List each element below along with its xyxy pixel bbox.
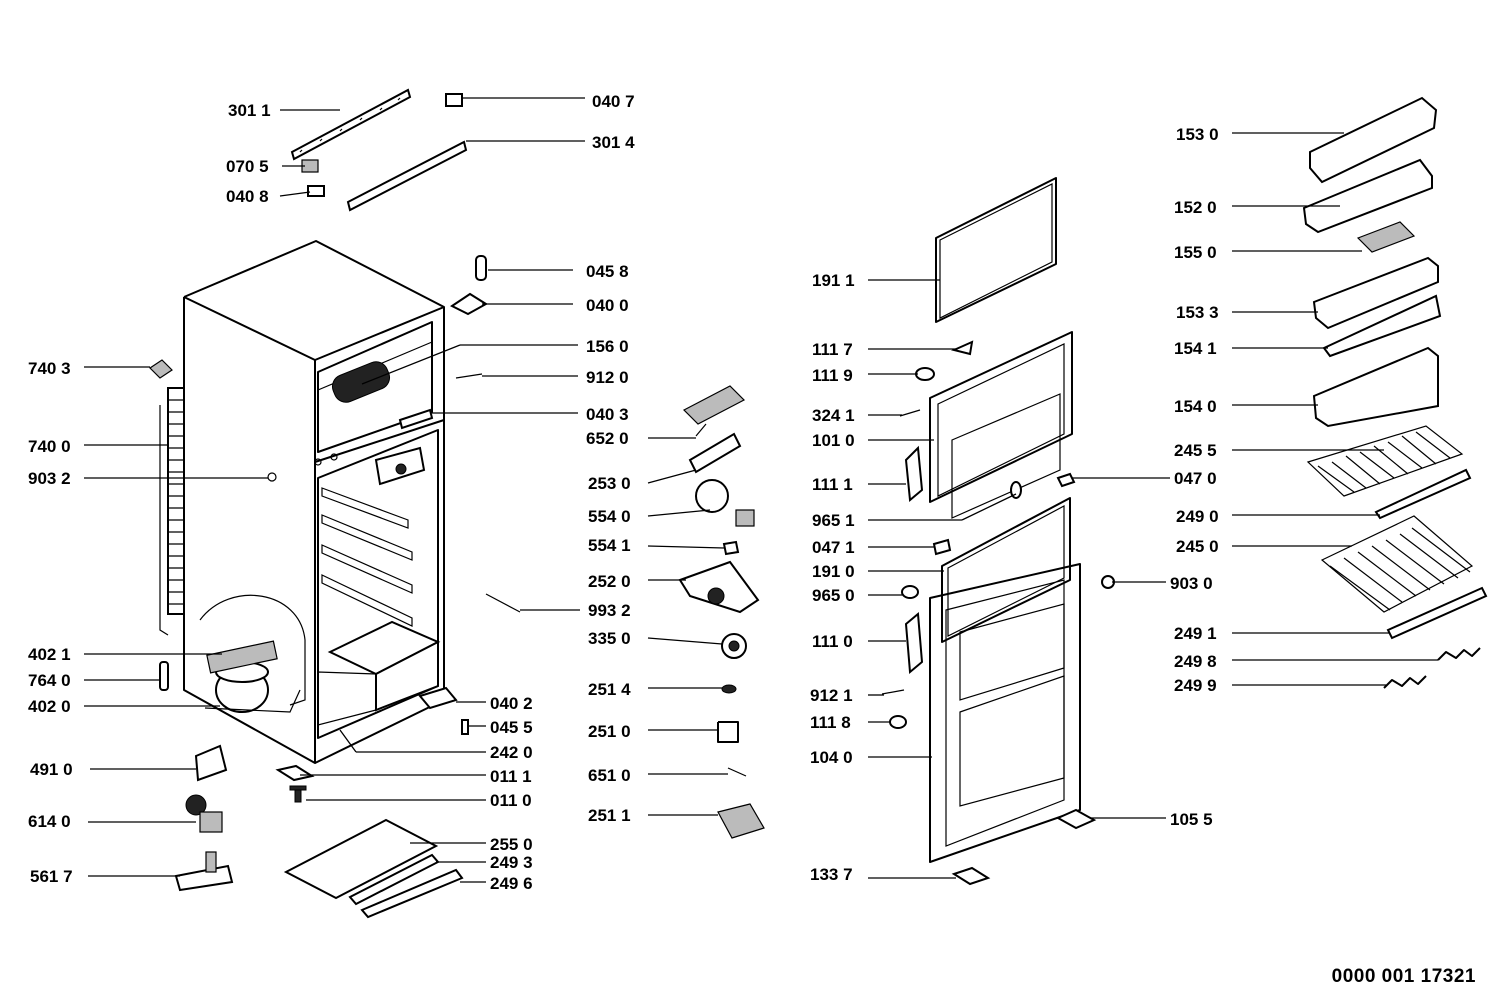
- part-label: 111 1: [812, 475, 853, 494]
- part-label: 101 0: [812, 431, 855, 450]
- part-label: 251 0: [588, 722, 631, 741]
- shelves: [1306, 425, 1488, 689]
- part-label: 903 0: [1170, 574, 1213, 593]
- part-label: 255 0: [490, 835, 533, 854]
- part-label: 191 0: [812, 562, 855, 581]
- part-label: 153 0: [1176, 125, 1219, 144]
- part-label: 251 4: [588, 680, 631, 699]
- part-label: 111 0: [812, 632, 853, 651]
- part-label: 554 0: [588, 507, 631, 526]
- document-id: 0000 001 17321: [1331, 966, 1476, 987]
- part-label: 040 2: [490, 694, 533, 713]
- part-label: 070 5: [226, 157, 269, 176]
- part-label: 249 1: [1174, 624, 1217, 643]
- part-label: 651 0: [588, 766, 631, 785]
- part-label: 249 6: [490, 874, 533, 893]
- thermostat-assembly: [682, 385, 746, 437]
- part-label: 040 3: [586, 405, 629, 424]
- part-label: 993 2: [588, 601, 631, 620]
- part-label: 105 5: [1170, 810, 1213, 829]
- part-label: 040 7: [592, 92, 635, 111]
- freezer-door: [899, 177, 1073, 519]
- part-label: 903 2: [28, 469, 71, 488]
- part-label: 652 0: [586, 429, 629, 448]
- part-label: 251 1: [588, 806, 631, 825]
- part-label: 554 1: [588, 536, 631, 555]
- part-label: 912 0: [586, 368, 629, 387]
- part-label: 965 0: [812, 586, 855, 605]
- part-label: 047 1: [812, 538, 855, 557]
- part-label: 324 1: [812, 406, 855, 425]
- part-label: 402 1: [28, 645, 71, 664]
- top-strip: [290, 88, 412, 161]
- part-label: 740 0: [28, 437, 71, 456]
- part-label: 011 0: [490, 791, 532, 810]
- part-label: 191 1: [812, 271, 855, 290]
- fridge-door: [881, 472, 1115, 886]
- leader-lines: [84, 97, 1438, 883]
- part-label: 249 8: [1174, 652, 1217, 671]
- front-strip: [346, 140, 468, 212]
- part-label: 253 0: [588, 474, 631, 493]
- part-label: 047 0: [1174, 469, 1217, 488]
- part-label: 740 3: [28, 359, 71, 378]
- part-label: 153 3: [1176, 303, 1219, 322]
- part-label: 111 8: [810, 713, 851, 732]
- door-balconies: [1302, 96, 1442, 428]
- part-label: 011 1: [490, 767, 532, 786]
- part-label: 242 0: [490, 743, 533, 762]
- part-label: 156 0: [586, 337, 629, 356]
- compressor: [204, 640, 301, 713]
- part-label: 249 0: [1176, 507, 1219, 526]
- part-label: 245 5: [1174, 441, 1217, 460]
- part-label: 154 0: [1174, 397, 1217, 416]
- part-labels: 301 1 070 5 040 8 040 7 301 4 045 8 040 …: [28, 92, 1219, 893]
- part-label: 040 0: [586, 296, 629, 315]
- part-label: 965 1: [812, 511, 855, 530]
- part-label: 154 1: [1174, 339, 1217, 358]
- part-label: 249 9: [1174, 676, 1217, 695]
- part-label: 045 8: [586, 262, 629, 281]
- part-label: 245 0: [1176, 537, 1219, 556]
- part-label: 249 3: [490, 853, 533, 872]
- part-label: 111 9: [812, 366, 853, 385]
- part-label: 104 0: [810, 748, 853, 767]
- part-label: 491 0: [30, 760, 73, 779]
- part-label: 152 0: [1174, 198, 1217, 217]
- part-label: 155 0: [1174, 243, 1217, 262]
- condenser: [159, 387, 185, 636]
- part-label: 133 7: [810, 865, 853, 884]
- part-label: 040 8: [226, 187, 269, 206]
- part-label: 045 5: [490, 718, 533, 737]
- part-label: 402 0: [28, 697, 71, 716]
- fridge-cabinet: [159, 240, 445, 803]
- part-label: 111 7: [812, 340, 853, 359]
- part-label: 301 4: [592, 133, 635, 152]
- part-label: 764 0: [28, 671, 71, 690]
- part-label: 614 0: [28, 812, 71, 831]
- part-label: 301 1: [228, 101, 271, 120]
- part-label: 252 0: [588, 572, 631, 591]
- part-label: 335 0: [588, 629, 631, 648]
- part-label: 912 1: [810, 686, 853, 705]
- part-label: 561 7: [30, 867, 73, 886]
